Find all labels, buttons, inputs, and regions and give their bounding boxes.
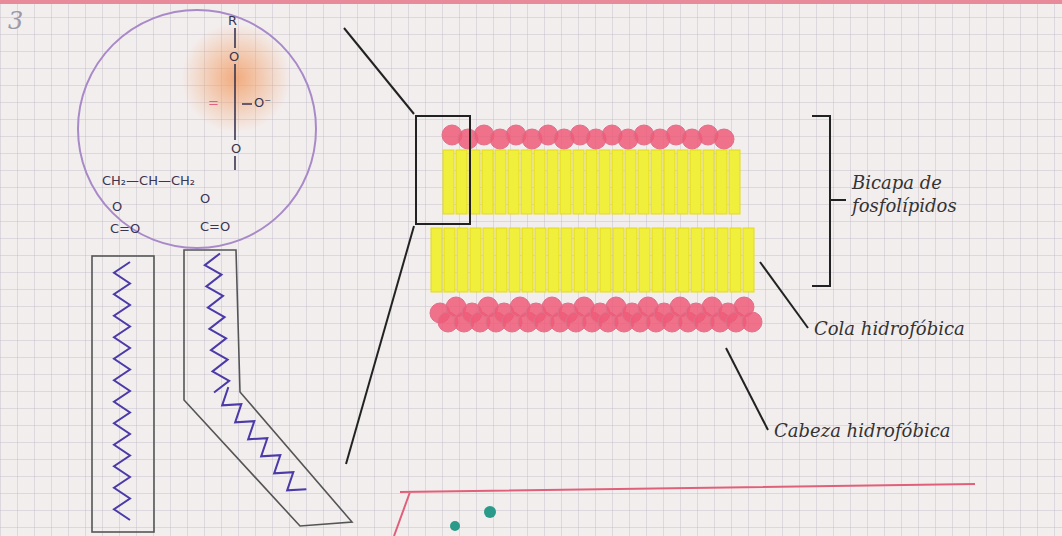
hydrophobic-tail — [587, 228, 598, 292]
head-outline — [76, 8, 318, 250]
hydrophobic-tail — [665, 228, 676, 292]
hydrophobic-tail — [535, 228, 546, 292]
zoom-box — [416, 116, 470, 224]
zoom-line — [346, 226, 414, 464]
hydrophobic-tail — [717, 228, 728, 292]
hydrophobic-tail — [703, 150, 714, 214]
part-label: Cola hidrofóbica — [814, 318, 965, 341]
hydrophobic-tail — [626, 228, 637, 292]
hydrophobic-tail — [431, 228, 442, 292]
hydrophobic-tail — [625, 150, 636, 214]
hydrophobic-tail — [496, 228, 507, 292]
bracket-label: Bicapa de fosfolípidos — [852, 172, 1002, 217]
phosphate-head-circle: R O = O⁻ O CH₂—CH—CH₂ O O C=O C=O — [76, 8, 318, 250]
hydrophobic-tail — [730, 228, 741, 292]
hydrophobic-tail — [716, 150, 727, 214]
formula-text: O — [200, 192, 210, 205]
hydrophobic-tail — [574, 228, 585, 292]
hydrophobic-tail — [560, 150, 571, 214]
bracket — [812, 116, 846, 286]
hydrophobic-tail — [612, 150, 623, 214]
hydrophobic-tail — [652, 228, 663, 292]
fatty-acid-tail — [184, 250, 352, 526]
hydrocarbon-chain — [114, 262, 130, 520]
hydrophobic-tail — [509, 228, 520, 292]
hydrocarbon-chain — [222, 387, 306, 490]
formula-text: O — [229, 50, 239, 63]
hydrophobic-tail — [638, 150, 649, 214]
next-figure — [394, 484, 975, 536]
hydrophobic-tail — [443, 150, 454, 214]
hydrophobic-tail — [508, 150, 519, 214]
hydrophobic-tail — [470, 228, 481, 292]
hydrophobic-tail — [444, 228, 455, 292]
leader-line — [726, 348, 768, 430]
part-label: Cabeza hidrofóbica — [774, 420, 951, 443]
formula-text: C=O — [110, 222, 140, 235]
hydrophobic-tail — [456, 150, 467, 214]
head-circle — [78, 10, 316, 248]
hydrophobic-tail — [495, 150, 506, 214]
hydrophobic-tail — [639, 228, 650, 292]
formula-text: R — [228, 14, 237, 27]
formula-text: CH₂—CH—CH₂ — [102, 174, 195, 187]
formula-text: C=O — [200, 220, 230, 233]
hydrophobic-tail — [548, 228, 559, 292]
hydrophobic-tail — [704, 228, 715, 292]
hydrophobic-tail — [651, 150, 662, 214]
hydrophobic-tail — [561, 228, 572, 292]
zoom-line — [344, 28, 414, 114]
formula-text: O — [231, 142, 241, 155]
hydrophobic-tail — [677, 150, 688, 214]
hydrophobic-tail — [599, 150, 610, 214]
hydrophobic-tail — [600, 228, 611, 292]
hydrophobic-tail — [547, 150, 558, 214]
hydrophobic-tail — [522, 228, 533, 292]
hydrocarbon-chain — [205, 253, 229, 392]
fatty-acid-tail — [92, 256, 154, 532]
hydrophobic-tail — [690, 150, 701, 214]
page-edge — [0, 0, 1062, 4]
leader-line — [760, 262, 808, 328]
formula-text: = — [208, 96, 219, 109]
hydrophobic-tail — [586, 150, 597, 214]
hydrophobic-tail — [483, 228, 494, 292]
hydrophilic-head — [714, 129, 734, 149]
formula-text: O — [112, 200, 122, 213]
hydrophobic-tail — [613, 228, 624, 292]
hydrophobic-tail — [743, 228, 754, 292]
dot — [450, 521, 460, 531]
formula-text: O⁻ — [254, 96, 271, 109]
hydrophilic-head — [742, 312, 762, 332]
dot — [484, 506, 496, 518]
hydrophobic-tail — [534, 150, 545, 214]
hydrophobic-tail — [482, 150, 493, 214]
hydrophobic-tail — [457, 228, 468, 292]
hydrophobic-tail — [729, 150, 740, 214]
hydrophobic-tail — [678, 228, 689, 292]
hydrophobic-tail — [521, 150, 532, 214]
callout-number: 3 — [8, 6, 23, 36]
hydrophobic-tail — [573, 150, 584, 214]
hydrophobic-tail — [664, 150, 675, 214]
hydrophobic-tail — [691, 228, 702, 292]
